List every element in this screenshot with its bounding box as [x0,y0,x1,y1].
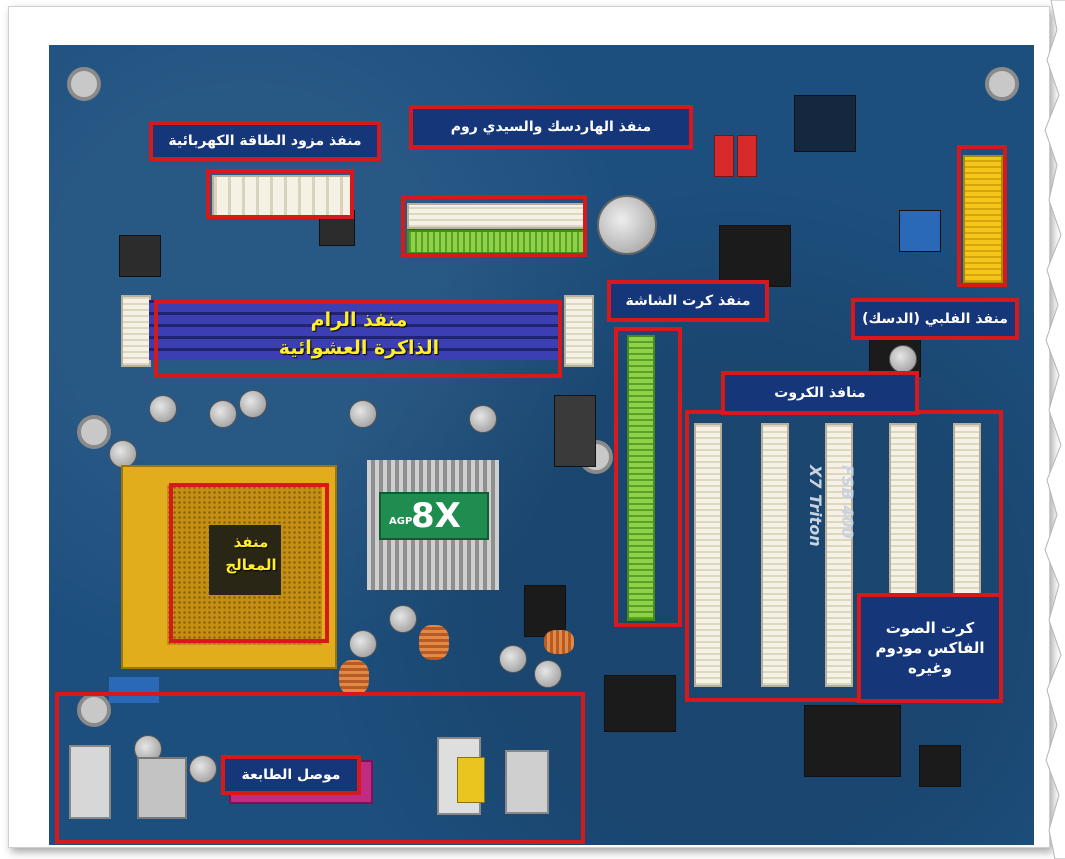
label-graphics-card: منفذ كرت الشاشة [607,280,769,322]
motherboard-photo: 8X AGP FSB 400 X7 Triton منفذ مزود [49,45,1034,845]
bios-chip [719,225,791,287]
capacitor [469,405,497,433]
cpu-frame [169,483,329,643]
inductor [339,660,369,695]
label-sound-fax-modem: كرت الصوت الفاكس مودوم وغيره [857,593,1003,703]
floppy-connector [963,155,1003,284]
cpu-label-line2: المعالج [225,555,277,574]
chip [804,705,901,777]
agp-logo-text: 8X [411,496,461,536]
chip [604,675,676,732]
ram-label-line1: منفذ الرام [310,309,408,331]
usb-port [505,750,549,814]
chip [919,745,961,787]
power-connector-frame [206,169,354,219]
agp-frame [614,327,682,627]
mount-hole [985,67,1019,101]
sticker [457,757,485,803]
ide-connector-frame [401,195,587,257]
pci-slot-2 [761,423,789,687]
floppy-connector-frame [957,145,1007,287]
capacitor [209,400,237,428]
ide-connector-white [407,203,585,229]
capacitor [349,400,377,428]
inductor [419,625,449,660]
ram-frame [154,300,562,378]
pci-slot-3 [825,423,853,687]
torn-edge-decoration [1044,0,1065,859]
chip [899,210,941,252]
chip [794,95,856,152]
capacitor [349,630,377,658]
sound-label-line3: وغيره [908,659,952,678]
chip [119,235,161,277]
sound-label-line2: الفاكس مودوم [875,638,985,657]
image-frame: 8X AGP FSB 400 X7 Triton منفذ مزود [8,6,1050,848]
jumper [714,135,734,177]
agp-slot [627,335,655,621]
label-ram: منفذ الرام الذاكرة العشوائية [199,307,519,362]
pci-slot-1 [694,423,722,687]
capacitor [189,755,217,783]
ram-label-line2: الذاكرة العشوائية [278,336,440,359]
sound-label-line1: كرت الصوت [885,618,975,637]
ram-slots [149,300,561,360]
rear-io-frame [55,692,585,844]
chip [524,585,566,637]
capacitor [149,395,177,423]
inductor [544,630,574,654]
ide-connector-green [407,230,585,254]
dip-switch [109,677,159,703]
capacitor [389,605,417,633]
mount-hole [77,415,111,449]
agp-8x-sticker: 8X AGP [379,492,489,540]
label-power-connector: منفذ مزود الطاقة الكهربائية [149,121,381,161]
capacitor [534,660,562,688]
capacitor [109,440,137,468]
capacitor [499,645,527,673]
agp-sub-text: AGP [389,516,413,527]
cpu-socket-center [209,525,281,595]
label-floppy: منفذ الفلبي (الدسك) [851,298,1019,340]
capacitor [239,390,267,418]
ram-latch [564,295,594,367]
capacitor [889,345,917,373]
jumper [737,135,757,177]
mount-hole [67,67,101,101]
label-hdd-cdrom: منفذ الهاردسك والسيدي روم [409,105,693,149]
cpu-label-line1: منفذ [233,533,269,551]
chip [554,395,596,467]
usb-port [137,757,187,819]
ps2-port [69,745,111,819]
label-expansion-slots: منافذ الكروت [721,371,919,415]
label-cpu: منفذ المعالج [199,531,303,576]
cmos-battery [597,195,657,255]
atx-power-connector [212,175,352,217]
label-printer-port: موصل الطابعة [221,755,361,795]
ram-latch [121,295,151,367]
